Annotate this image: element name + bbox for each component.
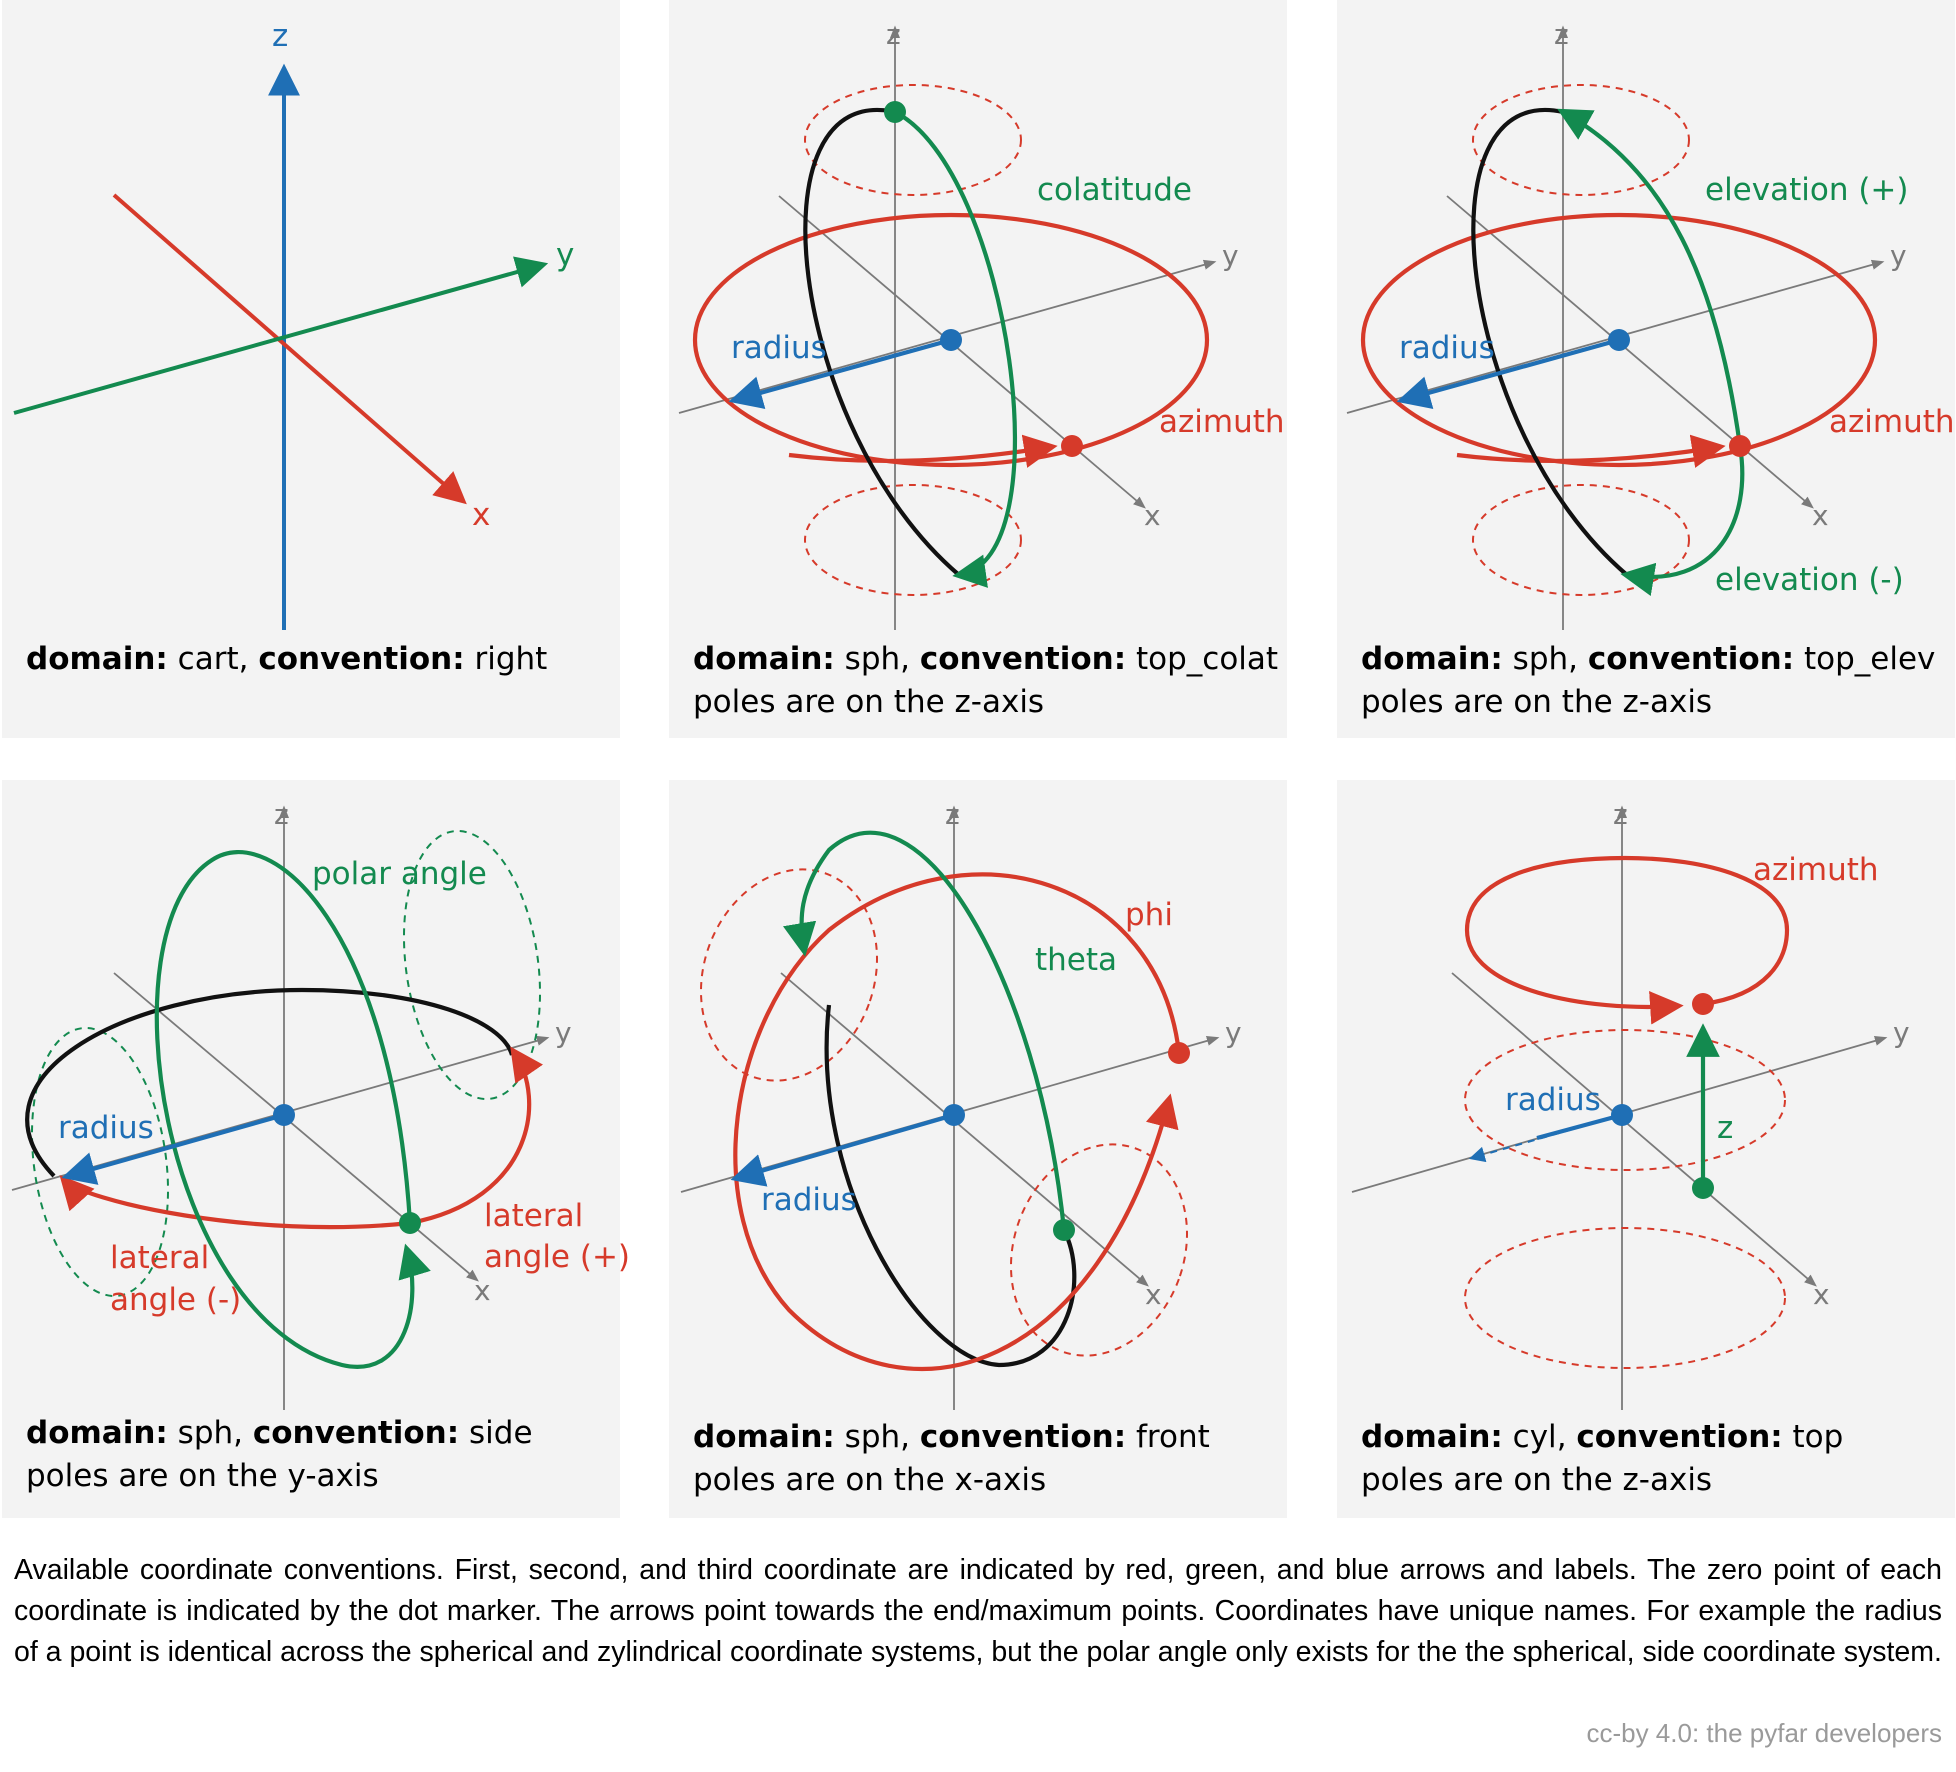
colatitude-label: colatitude bbox=[1037, 172, 1192, 208]
x-axis-label: x bbox=[472, 497, 490, 533]
z-axis-label: z bbox=[274, 798, 289, 831]
lateral-angle-positive-label-1: lateral bbox=[484, 1198, 583, 1234]
radius-label: radius bbox=[731, 330, 827, 366]
cyl-top-diagram: z y x azimuth z radius bbox=[1351, 798, 1910, 1410]
z-axis-label: z bbox=[272, 18, 288, 54]
theta-label: theta bbox=[1035, 942, 1117, 978]
x-axis-label: x bbox=[474, 1274, 491, 1307]
x-axis-label: x bbox=[1813, 1278, 1830, 1311]
radius-label: radius bbox=[1399, 330, 1495, 366]
y-axis-label: y bbox=[1225, 1016, 1242, 1049]
y-axis-label: y bbox=[1222, 239, 1239, 272]
panel-cart-right: z y x domain: cart, convention: right bbox=[2, 0, 620, 738]
cartesian-diagram: z y x bbox=[13, 18, 574, 630]
radius-label: radius bbox=[761, 1182, 857, 1218]
phi-label: phi bbox=[1125, 897, 1173, 933]
x-axis-label: x bbox=[1812, 499, 1829, 532]
panel-caption: domain: sph, convention: top_elev poles … bbox=[1361, 641, 1936, 720]
panel-caption: domain: sph, convention: side poles are … bbox=[26, 1415, 533, 1494]
z-axis-label: z bbox=[886, 18, 901, 51]
x-axis-label: x bbox=[1144, 499, 1161, 532]
radius-label: radius bbox=[58, 1110, 154, 1146]
panel-caption: domain: sph, convention: top_colat poles… bbox=[693, 641, 1279, 720]
top-colat-diagram: z y x colatitude radius azimuth bbox=[678, 18, 1285, 630]
panel-cyl-top: z y x azimuth z radius domain: cyl, conv… bbox=[1337, 780, 1955, 1518]
y-axis-label: y bbox=[1890, 239, 1907, 272]
y-axis-label: y bbox=[556, 237, 574, 273]
elevation-positive-label: elevation (+) bbox=[1705, 172, 1909, 208]
azimuth-label: azimuth bbox=[1829, 404, 1955, 440]
panel-caption: domain: cyl, convention: top poles are o… bbox=[1361, 1419, 1844, 1498]
figure-caption: Available coordinate conventions. First,… bbox=[14, 1554, 1942, 1668]
radius-label: radius bbox=[1505, 1082, 1601, 1118]
elevation-negative-label: elevation (-) bbox=[1715, 562, 1904, 598]
polar-angle-label: polar angle bbox=[312, 856, 487, 892]
side-diagram: z y x polar angle radius lateral angle (… bbox=[11, 798, 630, 1410]
y-axis bbox=[13, 256, 549, 415]
panel-sph-top-elev: z y x elevation (+) elevation (-) radius… bbox=[1337, 0, 1955, 738]
panel-caption: domain: cart, convention: right bbox=[26, 641, 548, 677]
x-axis bbox=[112, 193, 467, 505]
lateral-angle-negative-label-2: angle (-) bbox=[110, 1282, 241, 1318]
azimuth-label: azimuth bbox=[1753, 852, 1879, 888]
top-elev-diagram: z y x elevation (+) elevation (-) radius… bbox=[1346, 18, 1955, 630]
z-axis-label: z bbox=[1613, 798, 1628, 831]
lateral-angle-positive-label-2: angle (+) bbox=[484, 1239, 630, 1275]
z-axis-label: z bbox=[945, 798, 960, 831]
lateral-angle-negative-label-1: lateral bbox=[110, 1240, 209, 1276]
azimuth-label: azimuth bbox=[1159, 404, 1285, 440]
z-label: z bbox=[1717, 1110, 1733, 1146]
x-axis-label: x bbox=[1145, 1278, 1162, 1311]
y-axis-label: y bbox=[1893, 1016, 1910, 1049]
z-axis-label: z bbox=[1554, 18, 1569, 51]
license-credit: cc-by 4.0: the pyfar developers bbox=[1586, 1718, 1942, 1748]
panel-sph-top-colat: z y x colatitude radius azimuth domain: … bbox=[669, 0, 1287, 738]
panel-caption: domain: sph, convention: front poles are… bbox=[693, 1419, 1210, 1498]
panel-sph-front: z y x phi theta radius domain: sph, conv… bbox=[669, 780, 1287, 1518]
panel-sph-side: z y x polar angle radius lateral angle (… bbox=[2, 780, 630, 1518]
y-axis-label: y bbox=[555, 1016, 572, 1049]
front-diagram: z y x phi theta radius bbox=[680, 798, 1242, 1410]
